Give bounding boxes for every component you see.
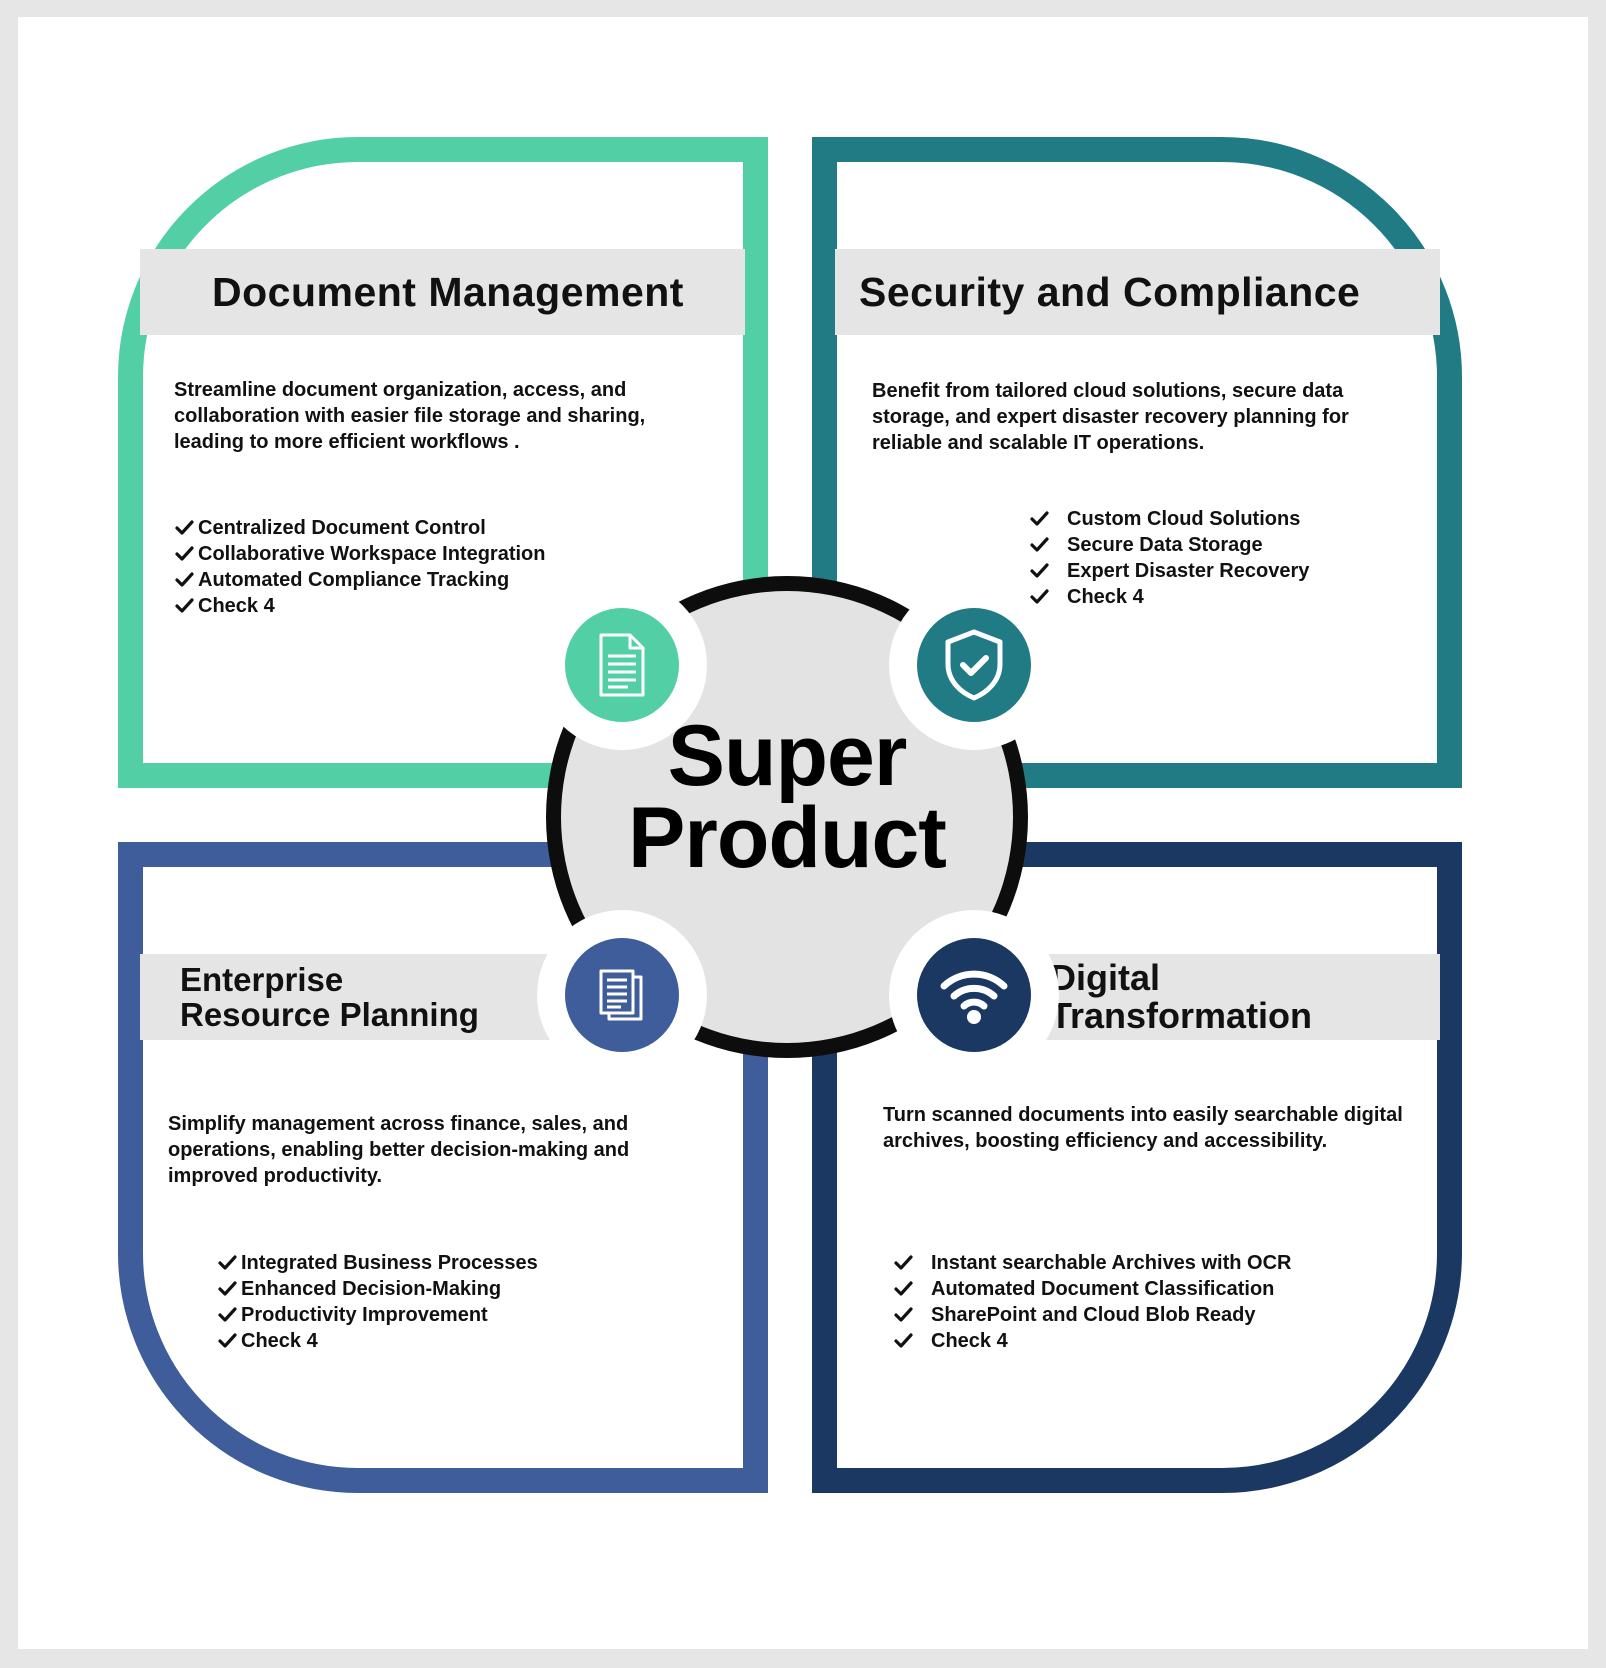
title-erp-line2: Resource Planning [180,996,479,1033]
center-title-line1: Super [667,708,908,804]
list-item: Check 4 [215,1328,538,1354]
list-item-label: Enhanced Decision-Making [241,1278,502,1300]
check-icon [891,1328,917,1354]
list-item: Automated Compliance Tracking [172,567,546,593]
wifi-icon [917,938,1031,1052]
list-item: Collaborative Workspace Integration [172,541,546,567]
list-item-label: Check 4 [1067,586,1144,608]
check-icon [215,1276,241,1302]
list-item-label: Integrated Business Processes [241,1252,538,1274]
check-icon [891,1302,917,1328]
title-security-compliance: Security and Compliance [859,268,1361,315]
list-item-label: Collaborative Workspace Integration [198,543,546,565]
list-item: Instant searchable Archives with OCR [891,1250,1291,1276]
card-document-management [118,137,768,788]
shield-check-icon [917,608,1031,722]
title-band-document-management: Document Management [140,249,745,335]
check-icon [891,1276,917,1302]
center-title: Super Product [561,708,1013,886]
list-item-label: Centralized Document Control [198,517,486,539]
list-item-label: Check 4 [241,1330,318,1352]
check-icon [1027,506,1053,532]
checklist-enterprise-resource-planning: Integrated Business Processes Enhanced D… [215,1250,538,1354]
check-icon [1027,532,1053,558]
list-item: Centralized Document Control [172,515,546,541]
check-icon [172,567,198,593]
list-item: Check 4 [172,593,546,619]
list-item: Expert Disaster Recovery [1027,558,1309,584]
title-band-digital-transformation: Digital Transformation [1020,954,1440,1040]
list-item: Check 4 [1027,584,1309,610]
check-icon [1027,558,1053,584]
list-item: Automated Document Classification [891,1276,1291,1302]
center-title-line2: Product [628,790,947,886]
description-security-compliance: Benefit from tailored cloud solutions, s… [872,380,1349,454]
check-icon [891,1250,917,1276]
list-item-label: Check 4 [198,595,275,617]
title-digital-line1: Digital [1050,957,1161,998]
check-icon [215,1328,241,1354]
list-item-label: Instant searchable Archives with OCR [931,1252,1292,1274]
list-item-label: Automated Document Classification [931,1278,1275,1300]
list-item: Custom Cloud Solutions [1027,506,1309,532]
document-icon [565,608,679,722]
list-item: Check 4 [891,1328,1291,1354]
list-item-label: Secure Data Storage [1067,534,1263,556]
list-item: Integrated Business Processes [215,1250,538,1276]
description-enterprise-resource-planning: Simplify management across finance, sale… [168,1113,630,1187]
check-icon [215,1302,241,1328]
list-item: Enhanced Decision-Making [215,1276,538,1302]
title-digital-line2: Transformation [1050,995,1313,1036]
list-item-label: SharePoint and Cloud Blob Ready [931,1304,1256,1326]
documents-stack-icon [565,938,679,1052]
list-item-label: Expert Disaster Recovery [1067,560,1310,582]
checklist-digital-transformation: Instant searchable Archives with OCR Aut… [891,1250,1291,1354]
checklist-security-compliance: Custom Cloud Solutions Secure Data Stora… [1027,506,1309,610]
list-item-label: Check 4 [931,1330,1008,1352]
list-item-label: Automated Compliance Tracking [198,569,510,591]
check-icon [172,541,198,567]
title-band-security-compliance: Security and Compliance [835,249,1440,335]
list-item: SharePoint and Cloud Blob Ready [891,1302,1291,1328]
check-icon [215,1250,241,1276]
title-document-management: Document Management [212,268,684,315]
check-icon [172,593,198,619]
check-icon [172,515,198,541]
list-item-label: Custom Cloud Solutions [1067,508,1301,530]
list-item-label: Productivity Improvement [241,1304,488,1326]
check-icon [1027,584,1053,610]
list-item: Productivity Improvement [215,1302,538,1328]
description-document-management: Streamline document organization, access… [174,379,646,453]
description-digital-transformation: Turn scanned documents into easily searc… [883,1104,1403,1152]
title-erp-line1: Enterprise [180,961,344,998]
list-item: Secure Data Storage [1027,532,1309,558]
title-band-enterprise-resource-planning: Enterprise Resource Planning [140,954,600,1040]
checklist-document-management: Centralized Document Control Collaborati… [172,515,546,619]
